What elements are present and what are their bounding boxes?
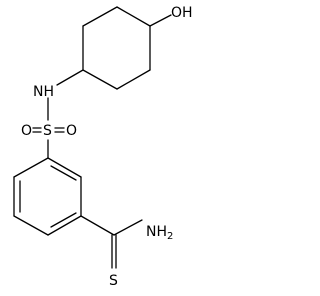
hydroxyl-label: OH <box>171 5 193 21</box>
ring-bond <box>82 69 118 90</box>
amide-nitrogen-text: NH <box>146 224 167 240</box>
sulfonyl-oxygen-left-label: O <box>21 123 32 139</box>
amide-nitrogen-subscript: 2 <box>167 231 173 242</box>
hydroxyl-bond <box>149 14 172 27</box>
ring-bond <box>82 6 118 27</box>
aromatic-inner-bond <box>50 165 77 181</box>
thione-sulfur-label: S <box>109 273 118 289</box>
aryl-thioamide-bond <box>80 215 115 236</box>
sulfonyl-double-bond-left <box>32 127 42 133</box>
ring-bond <box>47 215 82 236</box>
amide-nitrogen-label: NH2 <box>146 224 173 242</box>
carbon-nitrogen-bond <box>56 69 84 86</box>
sulfonyl-oxygen-right-label: O <box>66 123 77 139</box>
aromatic-inner-bond <box>50 212 77 228</box>
amine-label: NH <box>33 84 54 100</box>
ring-bond <box>13 215 49 236</box>
ring-bond <box>13 157 49 178</box>
chemical-structure: OH NH O S O NH2 S <box>13 5 193 289</box>
ring-bond <box>47 157 82 178</box>
thione-double-bond <box>111 234 117 269</box>
sulfonyl-double-bond-right <box>54 127 65 133</box>
ring-bond <box>116 69 151 90</box>
ring-bond <box>116 6 151 27</box>
cyclohexane-ring <box>82 6 151 90</box>
sulfur-label: S <box>43 123 52 139</box>
benzene-ring <box>13 157 82 236</box>
carbon-amine-bond <box>113 219 143 236</box>
